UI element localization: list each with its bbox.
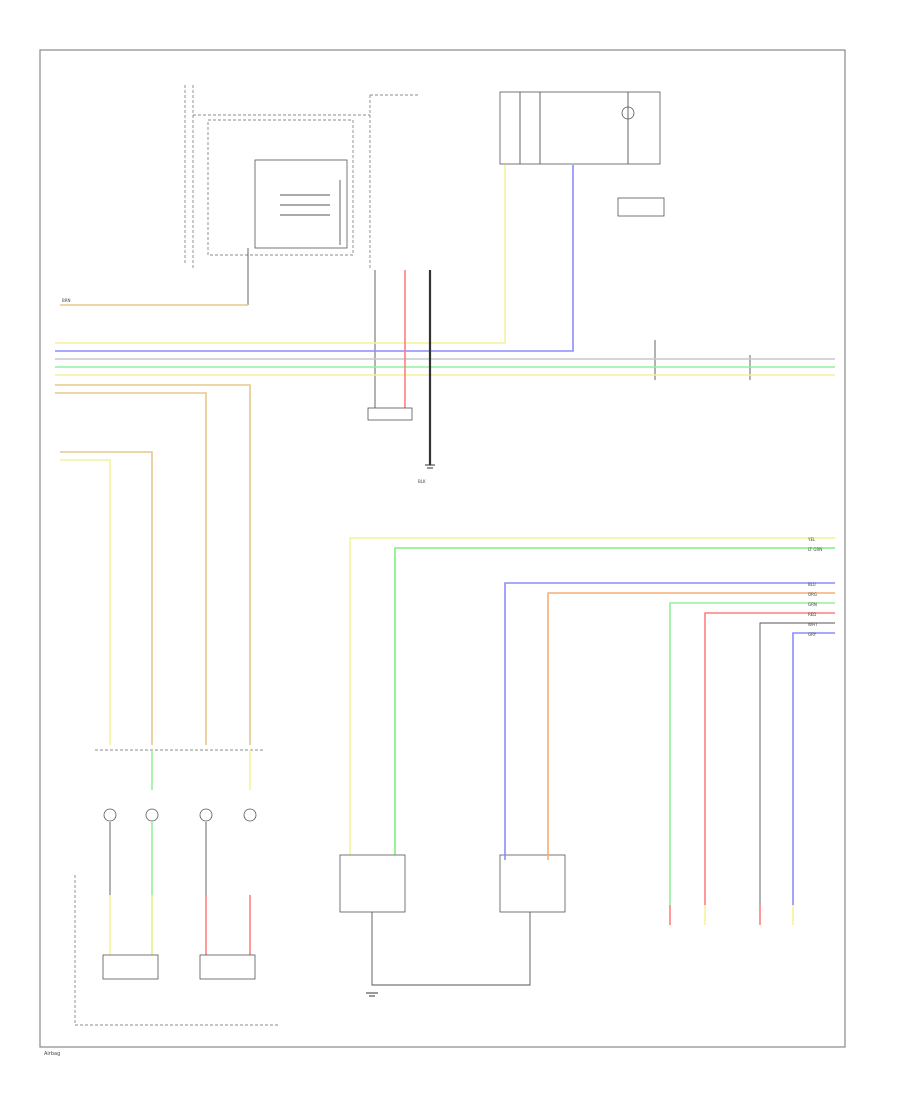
wire-blue-right — [792, 632, 835, 905]
wire-red-right — [704, 612, 835, 905]
label-blu: BLU — [808, 582, 816, 587]
wire-blue — [55, 165, 574, 352]
label-yel: YEL — [807, 537, 816, 542]
lower-right-branch — [669, 602, 835, 925]
front-passenger-sensor-module — [499, 91, 665, 217]
center-vertical-wires — [367, 270, 435, 469]
passenger-side-inflator — [199, 954, 256, 980]
wire-orange-switch — [547, 592, 835, 860]
label-org: ORG — [808, 592, 817, 597]
driver-side-inflator — [102, 954, 159, 980]
center-connector-module — [369, 94, 420, 410]
label-lt-grn: LT GRN — [808, 547, 822, 552]
label-grn: GRN — [808, 602, 817, 607]
label-wht: WHT — [808, 622, 818, 627]
upper-harness — [55, 165, 835, 745]
sensor-2 — [145, 808, 159, 822]
label-brn: BRN — [62, 298, 71, 303]
page-footnote: Airbag — [44, 1051, 60, 1057]
wire-tan-lower-left — [60, 451, 153, 745]
sensor-1 — [103, 808, 117, 822]
right-junction — [654, 340, 751, 380]
wire-green-switch — [394, 547, 835, 860]
driver-seat-belt-switch — [339, 854, 406, 913]
sensor-4 — [243, 808, 257, 822]
left-control-module — [184, 85, 370, 305]
wire-yellow-lower-left — [60, 459, 111, 745]
left-lower-branch — [60, 451, 280, 1026]
wire-blue-switch — [504, 582, 835, 860]
label-red: RED — [808, 612, 816, 617]
ground-symbol-lower — [366, 992, 378, 997]
label-gry: GRY — [808, 632, 817, 637]
lower-center-switches — [339, 537, 835, 997]
airbag-capacitor-box — [254, 159, 348, 249]
wire-green-right — [669, 602, 835, 905]
wire-labels: YEL LT GRN BLU ORG GRN RED WHT GRY BLK B… — [62, 298, 822, 637]
wire-tan-3 — [55, 392, 207, 745]
occupant-sensor-connector — [617, 197, 665, 217]
wire-tan-2 — [55, 384, 251, 745]
wire-yellow — [55, 165, 506, 344]
sensor-3 — [199, 808, 213, 822]
label-blk: BLK — [418, 479, 426, 484]
diagram-frame — [39, 49, 846, 1048]
wire-yellow-switch — [349, 537, 835, 860]
passenger-seat-belt-switch — [499, 854, 566, 913]
ground-symbol-center — [425, 464, 435, 469]
